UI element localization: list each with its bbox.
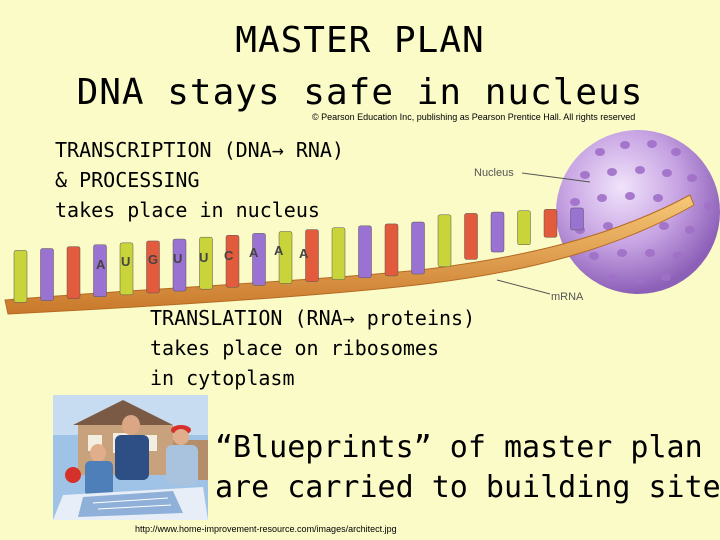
nucleotide-stick	[199, 236, 213, 290]
mrna-backbone	[4, 194, 695, 315]
translation-line-2: takes place on ribosomes	[150, 336, 439, 360]
nucleotide-stick	[40, 248, 54, 301]
nucleotide-stick	[464, 213, 478, 260]
nucleotide-stick	[384, 223, 399, 277]
nucleotide-stick	[490, 211, 505, 253]
title-line-1: MASTER PLAN	[235, 20, 485, 61]
base-letter: A	[299, 246, 309, 261]
mrna-label: mRNA	[551, 291, 584, 303]
nucleotide-stick	[411, 221, 425, 275]
base-letter: G	[148, 252, 158, 267]
base-letter: C	[224, 248, 234, 263]
base-letter: U	[121, 254, 130, 269]
transcription-line-1: TRANSCRIPTION (DNA→ RNA)	[55, 138, 344, 162]
base-letter: U	[173, 251, 182, 266]
nucleotide-stick	[252, 233, 266, 286]
transcription-line-3: takes place in nucleus	[55, 198, 320, 222]
nucleotide-stick	[13, 250, 28, 303]
base-letter: A	[274, 243, 284, 258]
nucleotide-stick	[278, 231, 293, 284]
base-letter: A	[249, 245, 259, 260]
nucleotide-stick	[172, 238, 187, 292]
transcription-text: TRANSCRIPTION (DNA→ RNA) & PROCESSING ta…	[55, 135, 344, 225]
nucleotide-stick	[146, 240, 160, 294]
nucleus-label: Nucleus	[474, 167, 514, 179]
copyright-notice: © Pearson Education Inc, publishing as P…	[312, 112, 636, 122]
nucleotide-stick	[517, 210, 531, 245]
blueprints-text: “Blueprints” of master plan are carried …	[215, 428, 720, 508]
nucleotide-stick	[570, 207, 584, 231]
mrna-leader-line	[496, 279, 551, 295]
nucleotide-stick	[66, 246, 81, 299]
blueprints-line-1: “Blueprints” of master plan	[215, 430, 703, 465]
nucleotide-stick	[225, 235, 240, 288]
nucleotide-stick	[331, 227, 346, 280]
translation-line-3: in cytoplasm	[150, 366, 295, 390]
nucleotide-stick	[119, 242, 134, 296]
nucleotide-stick	[305, 229, 319, 282]
nucleus-leader-line	[521, 172, 591, 183]
nucleotide-stick	[543, 209, 558, 238]
title-line-2: DNA stays safe in nucleus	[76, 72, 644, 113]
nucleotide-stick	[93, 244, 107, 297]
base-letter: A	[96, 257, 106, 272]
nucleotide-sticks	[13, 207, 584, 303]
translation-line-1: TRANSLATION (RNA→ proteins)	[150, 306, 476, 330]
translation-text: TRANSLATION (RNA→ proteins) takes place …	[150, 303, 475, 393]
nucleotide-stick	[437, 214, 452, 268]
nucleotide-stick	[358, 225, 372, 279]
nucleus	[556, 130, 720, 294]
photo-source-url: http://www.home-improvement-resource.com…	[135, 524, 397, 534]
base-letter: U	[199, 250, 208, 265]
transcription-line-2: & PROCESSING	[55, 168, 200, 192]
architect-photo	[53, 395, 208, 520]
blueprints-line-2: are carried to building site	[215, 470, 720, 505]
